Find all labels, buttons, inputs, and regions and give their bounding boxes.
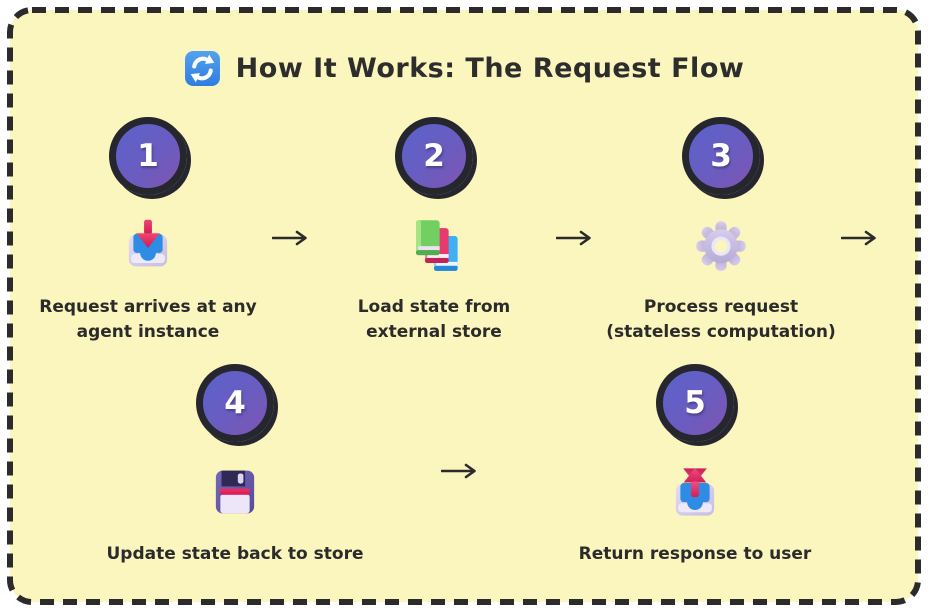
- step-number: 5: [684, 384, 706, 421]
- outbox-tray-icon: [675, 467, 715, 516]
- step-caption: Load state from external store: [358, 295, 511, 345]
- step-caption: Return response to user: [579, 542, 812, 567]
- step-1: 1 Request arrives at any agent instance: [28, 117, 268, 345]
- step-caption: Process request (stateless computation): [606, 295, 836, 345]
- flow-arrow-3-4: [841, 230, 876, 246]
- flow-arrow-1-2: [272, 230, 307, 246]
- caption-line: Return response to user: [578, 544, 812, 564]
- step-number: 1: [137, 137, 159, 174]
- inbox-tray-icon: [128, 219, 168, 267]
- floppy-disk-icon: [215, 470, 255, 514]
- caption-line: agent instance: [76, 322, 220, 342]
- caption-line: Request arrives at any: [39, 297, 257, 317]
- diagram-header: How It Works: The Request Flow: [0, 50, 928, 87]
- page-title: How It Works: The Request Flow: [235, 53, 745, 84]
- step-number: 2: [423, 137, 445, 174]
- caption-line: (stateless computation): [606, 322, 836, 342]
- step-4-badge: 4: [196, 364, 274, 442]
- caption-line: Load state from: [357, 297, 511, 317]
- step-2: 2 L: [314, 117, 554, 345]
- step-2-badge: 2: [395, 117, 473, 195]
- caption-line: Process request: [643, 297, 799, 317]
- step-1-badge: 1: [109, 117, 187, 195]
- caption-line: external store: [366, 322, 502, 342]
- step-3: 3 Process request (stat: [591, 117, 851, 345]
- step-3-badge: 3: [682, 117, 760, 195]
- step-5: 5 Return response to user: [555, 364, 835, 567]
- gear-icon: [696, 221, 746, 271]
- flow-arrow-2-3: [556, 230, 591, 246]
- books-icon: [416, 220, 458, 271]
- step-caption: Request arrives at any agent instance: [39, 295, 256, 345]
- step-caption: Update state back to store: [107, 542, 364, 567]
- step-number: 3: [710, 137, 732, 174]
- flow-arrow-4-5: [441, 463, 476, 479]
- step-4: 4 Update state back to store: [95, 364, 375, 567]
- caption-line: Update state back to store: [106, 544, 364, 564]
- step-number: 4: [224, 384, 246, 421]
- counterclockwise-arrows-icon: [184, 51, 220, 86]
- step-5-badge: 5: [656, 364, 734, 442]
